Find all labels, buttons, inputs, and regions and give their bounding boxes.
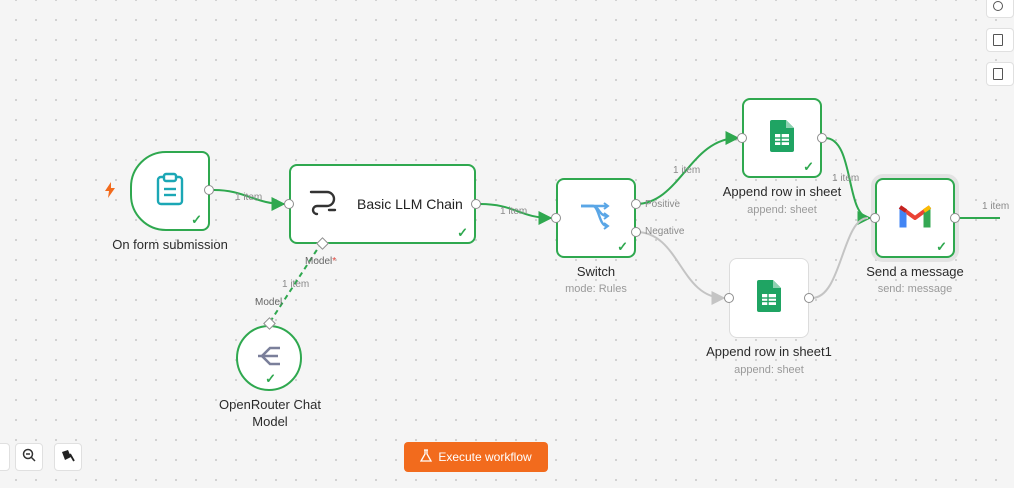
openrouter-label-line2: Model xyxy=(252,414,288,429)
llm-model-port-label: Model* xyxy=(305,256,337,267)
llm-output-handle[interactable] xyxy=(471,199,481,209)
chain-link-icon xyxy=(307,189,339,220)
switch-positive-label: Positive xyxy=(645,199,681,210)
node-append-row1[interactable] xyxy=(729,258,809,338)
edge-label-switch-append: 1 item xyxy=(673,165,701,176)
zoom-out-button[interactable] xyxy=(15,443,43,471)
brush-icon xyxy=(61,448,75,467)
node-form-trigger[interactable]: ✓ xyxy=(130,151,210,231)
switch-input-handle[interactable] xyxy=(551,213,561,223)
edge-switch-to-append1 xyxy=(635,231,726,305)
circle-icon xyxy=(993,1,1003,11)
google-sheets-icon xyxy=(757,279,781,317)
gmail-output-handle[interactable] xyxy=(950,213,960,223)
edge-label-llm-switch: 1 item xyxy=(500,206,528,217)
partial-tool-button[interactable] xyxy=(0,443,10,471)
switch-negative-label: Negative xyxy=(645,226,685,237)
trigger-label: On form submission xyxy=(112,237,228,252)
execute-workflow-label: Execute workflow xyxy=(438,450,532,464)
append-output-handle[interactable] xyxy=(817,133,827,143)
side-button-templates[interactable] xyxy=(986,62,1014,86)
success-check-icon: ✓ xyxy=(191,212,202,227)
doc-icon xyxy=(993,68,1003,80)
append-row1-sublabel: append: sheet xyxy=(734,364,804,376)
flask-icon xyxy=(420,449,433,465)
edge-label-gmail-out: 1 item xyxy=(982,201,1010,212)
openrouter-port-label: Model xyxy=(255,297,283,308)
trigger-output-handle[interactable] xyxy=(204,185,214,195)
node-append-row[interactable]: ✓ xyxy=(742,98,822,178)
google-sheets-icon xyxy=(770,119,794,157)
edge-label-model-llm: 1 item xyxy=(282,279,310,290)
append-row1-label: Append row in sheet1 xyxy=(706,344,832,359)
openrouter-icon xyxy=(256,345,282,372)
edge-label-append-gmail: 1 item xyxy=(832,173,860,184)
edge-label-trigger-llm: 1 item xyxy=(235,192,263,203)
append1-output-handle[interactable] xyxy=(804,293,814,303)
gmail-input-handle[interactable] xyxy=(870,213,880,223)
append1-input-handle[interactable] xyxy=(724,293,734,303)
side-button-notes[interactable] xyxy=(986,28,1014,52)
success-check-icon: ✓ xyxy=(457,225,468,240)
success-check-icon: ✓ xyxy=(936,239,947,254)
trigger-bolt-icon xyxy=(104,182,116,203)
append-input-handle[interactable] xyxy=(737,133,747,143)
zoom-out-icon xyxy=(22,448,36,467)
side-button-top[interactable] xyxy=(986,0,1014,18)
node-gmail-send[interactable]: ✓ xyxy=(875,178,955,258)
switch-branch-icon xyxy=(579,201,613,236)
gmail-icon xyxy=(898,203,932,234)
note-icon xyxy=(993,34,1003,46)
clipboard-icon xyxy=(155,172,185,211)
node-llm-chain[interactable]: Basic LLM Chain ✓ xyxy=(289,164,476,244)
openrouter-label-line1: OpenRouter Chat xyxy=(219,397,321,412)
llm-chain-title: Basic LLM Chain xyxy=(357,196,463,212)
switch-output-negative-handle[interactable] xyxy=(631,227,641,237)
execute-workflow-button[interactable]: Execute workflow xyxy=(404,442,548,472)
tidy-up-button[interactable] xyxy=(54,443,82,471)
llm-input-handle[interactable] xyxy=(284,199,294,209)
success-check-icon: ✓ xyxy=(265,371,276,386)
node-openrouter-model[interactable]: ✓ xyxy=(236,325,302,391)
gmail-sublabel: send: message xyxy=(877,283,953,295)
append-row-label: Append row in sheet xyxy=(722,184,842,199)
switch-sublabel: mode: Rules xyxy=(565,283,627,295)
success-check-icon: ✓ xyxy=(803,159,814,174)
gmail-label: Send a message xyxy=(866,264,964,279)
success-check-icon: ✓ xyxy=(617,239,628,254)
node-switch[interactable]: ✓ xyxy=(556,178,636,258)
switch-label: Switch xyxy=(576,264,616,279)
append-row-sublabel: append: sheet xyxy=(747,204,817,216)
switch-output-positive-handle[interactable] xyxy=(631,199,641,209)
